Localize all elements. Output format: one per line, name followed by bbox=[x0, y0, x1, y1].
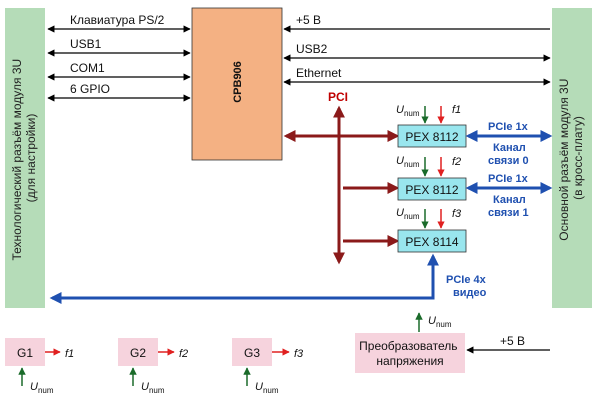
signal-gpio-label: 6 GPIO bbox=[70, 82, 110, 96]
svg-text:f2: f2 bbox=[452, 156, 461, 168]
g1-freq: f1 bbox=[65, 348, 74, 360]
svg-text:PCIe 4x: PCIe 4x bbox=[446, 274, 487, 286]
pci-label: PCI bbox=[328, 90, 348, 104]
pex3-label: PEX 8114 bbox=[405, 235, 458, 249]
g1-voltage: Unum bbox=[30, 381, 54, 395]
pci-bus bbox=[283, 105, 400, 265]
g3-freq: f3 bbox=[294, 348, 304, 360]
g3-voltage: Unum bbox=[255, 381, 279, 395]
svg-text:f3: f3 bbox=[452, 208, 462, 220]
right-connector-block bbox=[552, 8, 592, 308]
svg-text:Unum: Unum bbox=[396, 207, 420, 221]
signal-ethernet-label: Ethernet bbox=[296, 66, 342, 80]
pcie-video-label: PCIe 4x видео bbox=[446, 274, 487, 299]
g2-freq: f2 bbox=[179, 348, 188, 360]
pex2-inputs: Unum f2 bbox=[396, 155, 461, 177]
svg-text:Канал: Канал bbox=[493, 142, 526, 154]
left-signal-lines bbox=[47, 25, 191, 102]
g1-label: G1 bbox=[17, 346, 33, 360]
g3-block bbox=[232, 338, 272, 366]
signal-ps2-label: Клавиатура PS/2 bbox=[70, 13, 165, 27]
pex1-label: PEX 8112 bbox=[405, 130, 458, 144]
svg-text:связи 1: связи 1 bbox=[488, 207, 529, 219]
pex3-block bbox=[397, 229, 467, 253]
pcie-link2-label: PCIe 1x Канал связи 1 bbox=[488, 173, 529, 219]
svg-text:PCIe 1x: PCIe 1x bbox=[488, 173, 529, 185]
pex2-label: PEX 8112 bbox=[405, 183, 458, 197]
svg-text:PCIe 1x: PCIe 1x bbox=[488, 121, 529, 133]
pcie-links bbox=[49, 130, 553, 304]
svg-text:связи 0: связи 0 bbox=[488, 155, 529, 167]
cpu-block bbox=[191, 7, 283, 161]
pex3-inputs: Unum f3 bbox=[396, 207, 462, 229]
g1-block bbox=[5, 338, 45, 366]
g3-label: G3 bbox=[244, 346, 260, 360]
converter-block bbox=[355, 333, 465, 373]
right-signal-lines bbox=[283, 25, 551, 86]
left-connector-label: Технологический разъём модуля 3U (для на… bbox=[10, 55, 38, 260]
right-connector-label: Основной разъём модуля 3U (в кросс-плату… bbox=[557, 75, 585, 240]
signal-usb1-label: USB1 bbox=[70, 37, 102, 51]
signal-usb2-label: USB2 bbox=[296, 42, 328, 56]
left-connector-block bbox=[5, 8, 45, 308]
signal-com1-label: COM1 bbox=[70, 61, 105, 75]
converter-output-label: Unum bbox=[428, 315, 452, 329]
converter-label: Преобразователь напряжения bbox=[359, 339, 461, 368]
cpu-label: CPB906 bbox=[232, 61, 244, 103]
svg-text:видео: видео bbox=[453, 287, 487, 299]
svg-text:Unum: Unum bbox=[396, 104, 420, 118]
g2-label: G2 bbox=[130, 346, 146, 360]
svg-text:f1: f1 bbox=[452, 104, 461, 116]
g2-voltage: Unum bbox=[141, 381, 165, 395]
signal-power-label: +5 В bbox=[296, 13, 321, 27]
converter-power-label: +5 В bbox=[500, 334, 525, 348]
pex1-inputs: Unum f1 bbox=[396, 104, 461, 124]
svg-text:Unum: Unum bbox=[396, 155, 420, 169]
pcie-link1-label: PCIe 1x Канал связи 0 bbox=[488, 121, 529, 167]
g2-block bbox=[118, 338, 158, 366]
svg-text:Канал: Канал bbox=[493, 194, 526, 206]
